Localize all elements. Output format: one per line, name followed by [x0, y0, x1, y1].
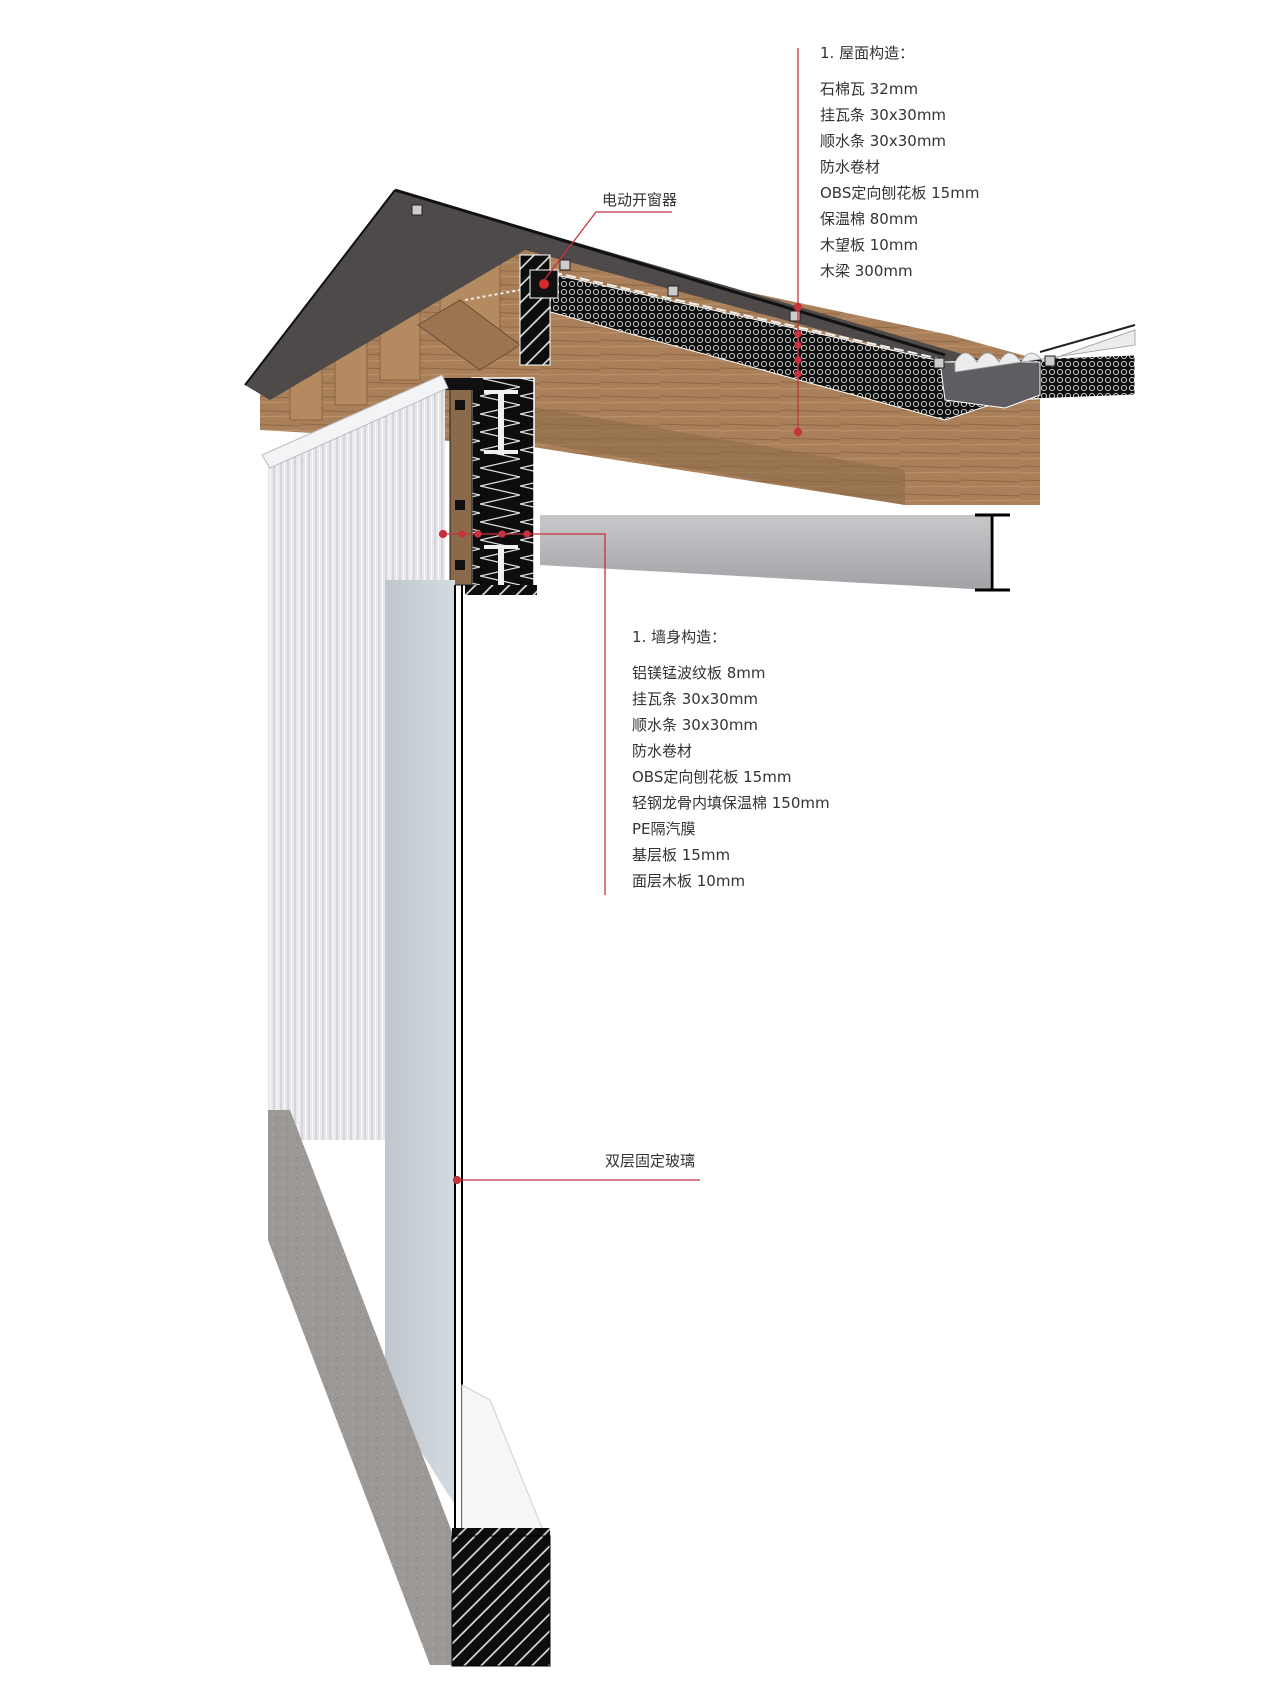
- roof-layer: OBS定向刨花板 15mm: [820, 184, 980, 202]
- wall-layer: 防水卷材: [632, 742, 693, 760]
- wall-construction-label: 1. 墙身构造： 铝镁锰波纹板 8mm 挂瓦条 30x30mm 顺水条 30x3…: [632, 624, 830, 894]
- roof-layer: 木梁 300mm: [820, 262, 913, 280]
- roof-construction-heading: 1. 屋面构造：: [820, 44, 915, 62]
- roof-layer: 保温棉 80mm: [820, 210, 919, 228]
- roof-section-layers: [411, 204, 1136, 421]
- corrugated-cladding: [261, 374, 449, 1140]
- roof-layer: 木望板 10mm: [820, 236, 919, 254]
- roof-surface: [244, 188, 1000, 400]
- window-opener-label: 电动开窗器: [602, 191, 678, 209]
- window-opener-frame: [519, 254, 559, 366]
- leader-lines: [438, 48, 803, 1185]
- wall-layer: 挂瓦条 30x30mm: [632, 690, 759, 708]
- leader-wall: [443, 533, 606, 895]
- wall-layer: 面层木板 10mm: [632, 872, 746, 890]
- concrete-plinth: [268, 1110, 455, 1665]
- glazing-label: 双层固定玻璃: [605, 1152, 696, 1170]
- window-opening: [385, 580, 546, 1545]
- leader-window-opener: [541, 211, 672, 284]
- roof-construction-label: 1. 屋面构造： 石棉瓦 32mm 挂瓦条 30x30mm 顺水条 30x30m…: [820, 40, 979, 284]
- roof-layer: 挂瓦条 30x30mm: [820, 106, 947, 124]
- wall-layer: 轻钢龙骨内填保温棉 150mm: [632, 794, 830, 812]
- roof-layer: 防水卷材: [820, 158, 881, 176]
- wall-layer: OBS定向刨花板 15mm: [632, 768, 792, 786]
- wall-construction-heading: 1. 墙身构造：: [632, 628, 727, 646]
- wall-layer: PE隔汽膜: [632, 820, 696, 838]
- base-section-block: [451, 1528, 551, 1667]
- roof-layer: 石棉瓦 32mm: [820, 80, 919, 98]
- roof-layer: 顺水条 30x30mm: [820, 132, 947, 150]
- wall-layer: 基层板 15mm: [632, 846, 731, 864]
- steel-i-beam: [540, 505, 1010, 592]
- wall-section: [443, 377, 537, 595]
- wall-layer: 顺水条 30x30mm: [632, 716, 759, 734]
- wall-layer: 铝镁锰波纹板 8mm: [632, 664, 766, 682]
